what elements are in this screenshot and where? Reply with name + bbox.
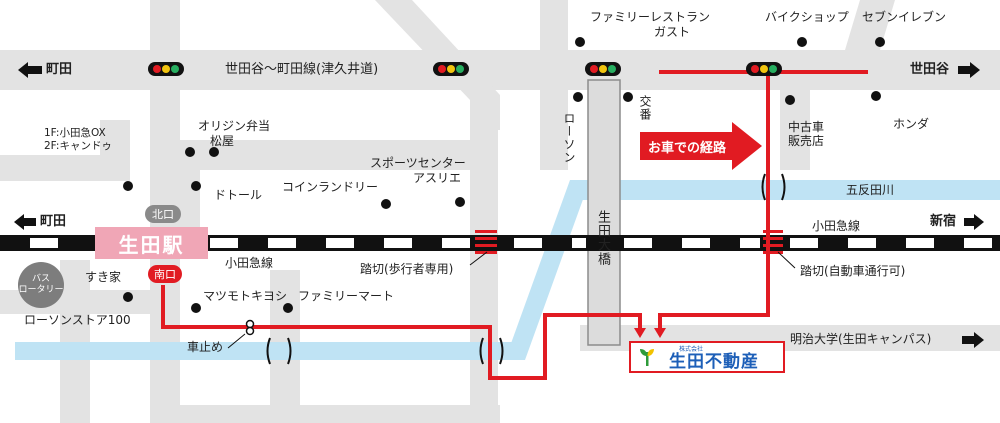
direction-arrows — [14, 62, 984, 348]
landmark-gusto: ガスト — [654, 25, 691, 39]
river-gotanda-label: 五反田川 — [846, 183, 895, 197]
leader-lines — [227, 251, 796, 349]
direction-machida-top: 町田 — [46, 62, 73, 77]
company-name: 生田不動産 — [669, 351, 759, 372]
bollard-marker — [245, 319, 255, 336]
route-arrow-b — [654, 328, 666, 338]
road-v-koban — [540, 0, 568, 170]
river-lower — [15, 342, 495, 360]
pedestrian-crossing-label: 踏切(歩行者専用) — [360, 262, 454, 276]
landmark-dots — [123, 37, 885, 313]
traffic-lights — [148, 62, 782, 76]
car-route-label: お車での経路 — [648, 141, 727, 156]
ikuta-ohashi-bridge — [587, 79, 621, 346]
company-logo-mark — [640, 349, 654, 366]
direction-machida-rail: 町田 — [40, 214, 67, 229]
road-v-left — [100, 120, 130, 180]
landmark-family-restaurant: ファミリーレストラン — [590, 10, 711, 24]
landmark-koban: 交番 — [638, 95, 652, 121]
landmark-seven-eleven: セブンイレブン — [862, 10, 947, 24]
landmark-sukiya: すき家 — [85, 270, 122, 284]
direction-shinjuku: 新宿 — [930, 214, 957, 229]
landmark-family-mart: ファミリーマート — [298, 289, 395, 303]
company-corp-type: 株式会社 — [679, 346, 704, 353]
vehicle-crossing-label: 踏切(自動車通行可) — [800, 264, 906, 278]
bridge-label: 生田大橋 — [595, 210, 610, 266]
bus-rotary-badge: バス ロータリー — [18, 262, 64, 308]
route-arrow-a — [634, 328, 646, 338]
landmark-can-do: 2F:キャンドゥ — [44, 140, 112, 152]
route-label-arrow — [640, 122, 762, 170]
company-logo: 株式会社 生田不動産 — [629, 341, 785, 373]
south-exit-badge: 南口 — [148, 265, 182, 283]
landmark-odakyu-ox: 1F:小田急OX — [44, 127, 106, 139]
river-bridges — [266, 173, 786, 365]
main-road-label: 世田谷〜町田線(津久井道) — [225, 62, 379, 77]
landmark-used-car-2: 販売店 — [788, 134, 825, 148]
bus-rotary-label: バス ロータリー — [18, 274, 64, 295]
road-v-right — [780, 90, 810, 170]
road-v-left-lower — [60, 260, 90, 423]
road-diagonal-ne — [845, 0, 895, 50]
odakyu-railway — [0, 235, 1000, 251]
landmark-lawson-store100: ローソンストア100 — [24, 313, 131, 327]
direction-setagaya: 世田谷 — [910, 62, 950, 77]
landmark-sports-center: スポーツセンター — [370, 156, 466, 170]
landmark-origin: オリジン弁当 — [198, 119, 271, 133]
landmark-matsumoto: マツモトキヨシ — [203, 289, 288, 303]
road-h-bottom — [160, 405, 500, 423]
railway-label-right: 小田急線 — [812, 219, 861, 233]
landmark-coin-laundry: コインランドリー — [282, 180, 379, 194]
landmark-bollard: 車止め — [187, 340, 224, 354]
landmark-asurie: アスリエ — [413, 171, 462, 185]
university-label: 明治大学(生田キャンパス) — [790, 332, 932, 346]
railway-label-left: 小田急線 — [225, 256, 274, 270]
landmark-used-car: 中古車 — [788, 120, 825, 134]
ikuta-station: 生田駅 — [95, 227, 208, 259]
landmark-doutor: ドトール — [214, 188, 263, 202]
landmark-honda: ホンダ — [893, 117, 930, 131]
north-exit-badge: 北口 — [145, 205, 181, 223]
road-v-center — [470, 95, 498, 423]
road-h-upper — [172, 140, 472, 170]
river-diagonal — [505, 180, 590, 360]
landmark-matsuya: 松屋 — [210, 134, 235, 148]
landmark-bike-shop: バイクショップ — [765, 10, 849, 24]
landmark-lawson: ローソン — [562, 112, 576, 164]
